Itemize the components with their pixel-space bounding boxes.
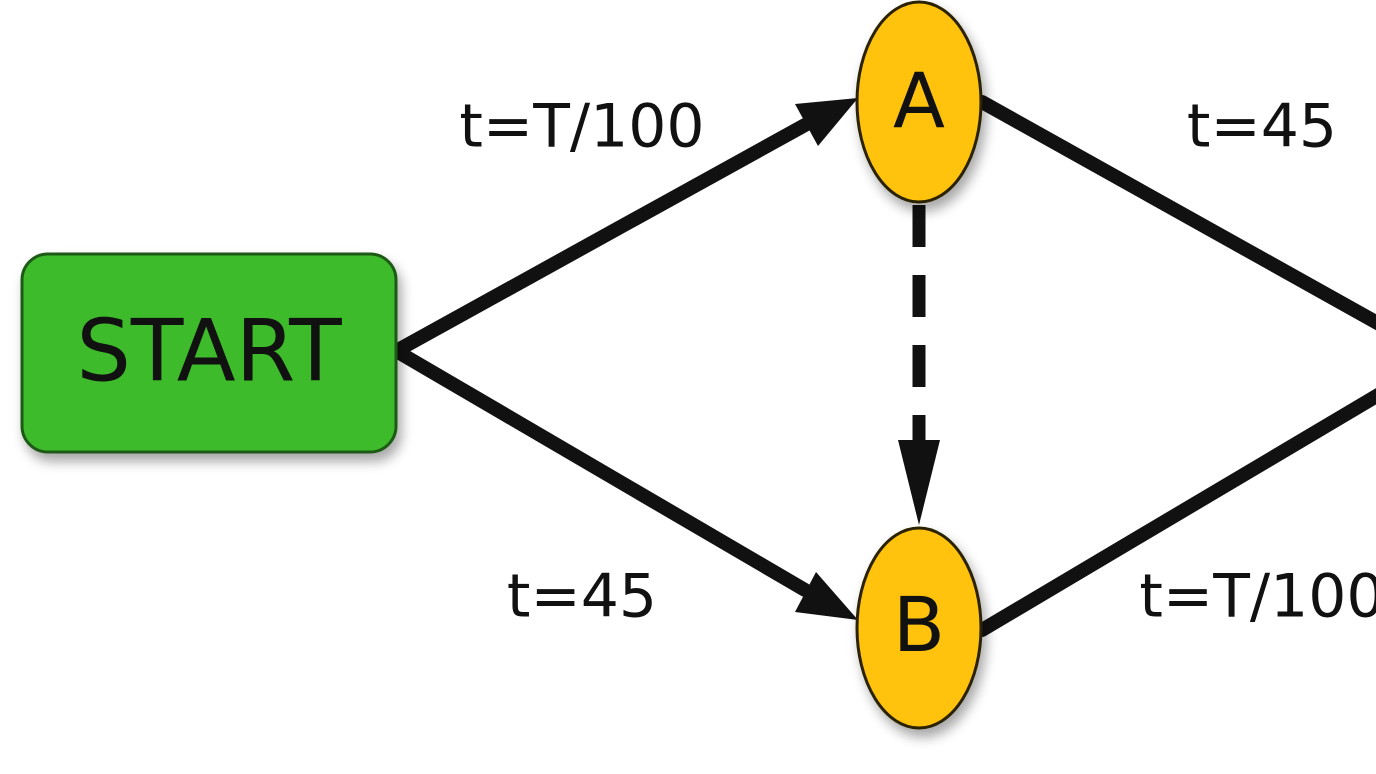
arrowhead-start-to-a bbox=[795, 98, 858, 146]
edge-start-to-a bbox=[391, 118, 812, 357]
arrowhead-a-to-b bbox=[898, 440, 940, 525]
node-b bbox=[855, 526, 983, 730]
node-start bbox=[20, 252, 398, 454]
node-a-label: A bbox=[893, 56, 945, 145]
arrowhead-start-to-b bbox=[795, 572, 858, 620]
edge-label-b-to-end: t=T/100 bbox=[1139, 562, 1376, 632]
edge-label-start-to-b: t=45 bbox=[507, 562, 657, 632]
edge-label-start-to-a: t=T/100 bbox=[459, 92, 704, 162]
node-start-label: START bbox=[76, 301, 342, 401]
node-a-shape bbox=[855, 0, 983, 204]
node-b-label: B bbox=[893, 580, 945, 669]
node-a bbox=[855, 0, 983, 204]
node-start-box bbox=[20, 252, 398, 454]
node-b-shape bbox=[855, 526, 983, 730]
edge-label-a-to-end: t=45 bbox=[1187, 92, 1337, 162]
edge-a-to-end bbox=[975, 95, 1376, 331]
edge-start-to-b bbox=[391, 345, 812, 597]
edge-b-to-end bbox=[975, 388, 1376, 637]
